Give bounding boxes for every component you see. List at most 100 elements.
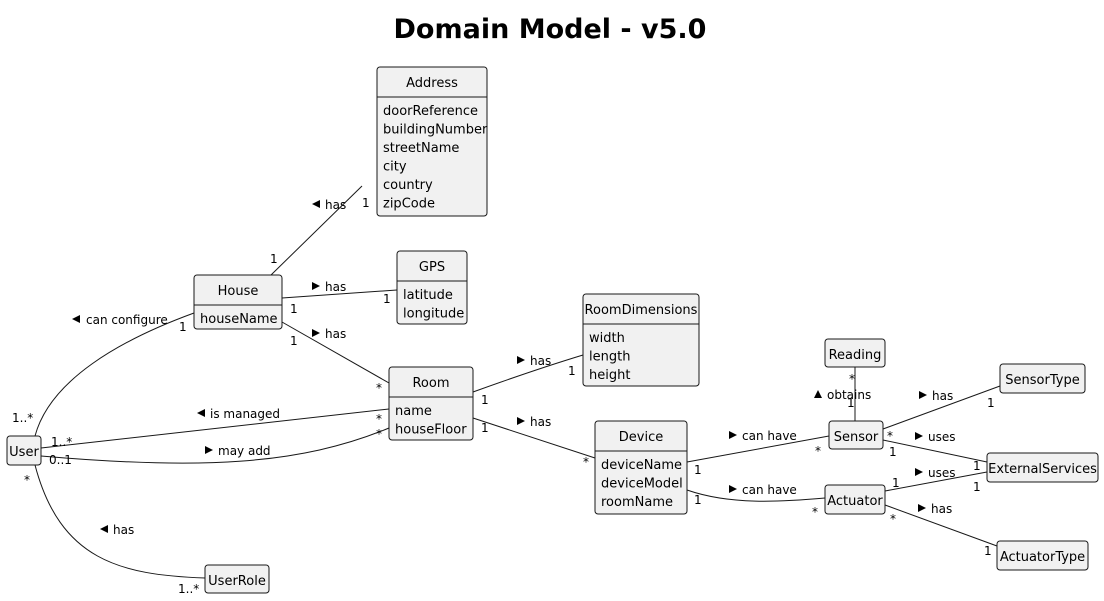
class-attribute: streetName bbox=[383, 141, 459, 156]
relation-user-userrole: has*1..* bbox=[24, 464, 206, 596]
relation-label: obtains bbox=[827, 388, 871, 402]
class-attribute: zipCode bbox=[383, 197, 435, 212]
source-multiplicity: * bbox=[890, 512, 896, 526]
relation-line bbox=[34, 312, 195, 437]
relation-label: uses bbox=[928, 430, 956, 444]
class-attribute: city bbox=[383, 160, 407, 175]
class-box bbox=[828, 420, 884, 450]
class-reading[interactable]: Reading bbox=[824, 338, 886, 368]
direction-arrow-icon bbox=[100, 525, 108, 533]
source-multiplicity: 1 bbox=[694, 493, 702, 507]
target-multiplicity: * bbox=[849, 372, 855, 386]
relation-label: has bbox=[530, 415, 551, 429]
class-user[interactable]: User bbox=[6, 435, 42, 466]
class-name: User bbox=[9, 445, 39, 460]
target-multiplicity: * bbox=[376, 412, 382, 426]
relation-label: has bbox=[932, 389, 953, 403]
source-multiplicity: 1..* bbox=[51, 435, 72, 449]
relation-line bbox=[281, 321, 390, 384]
class-box bbox=[996, 540, 1089, 571]
relation-label: can configure bbox=[86, 313, 168, 327]
class-userrole[interactable]: UserRole bbox=[204, 564, 270, 594]
direction-arrow-icon bbox=[915, 432, 923, 440]
direction-arrow-icon bbox=[312, 282, 320, 290]
class-address[interactable]: AddressdoorReferencebuildingNumberstreet… bbox=[376, 66, 488, 217]
relation-label: may add bbox=[218, 444, 271, 458]
direction-arrow-icon bbox=[919, 391, 927, 399]
relation-line bbox=[884, 471, 988, 492]
relation-label: has bbox=[530, 354, 551, 368]
relation-label: uses bbox=[928, 466, 956, 480]
source-multiplicity: 1 bbox=[889, 445, 897, 459]
direction-arrow-icon bbox=[312, 329, 320, 337]
target-multiplicity: * bbox=[376, 427, 382, 441]
source-multiplicity: * bbox=[24, 473, 30, 487]
relation-line bbox=[686, 489, 826, 502]
class-box bbox=[396, 250, 468, 325]
source-multiplicity: 1 bbox=[694, 463, 702, 477]
relation-line bbox=[40, 408, 390, 449]
class-attribute: country bbox=[383, 178, 433, 193]
class-box bbox=[986, 452, 1099, 483]
target-multiplicity: 1 bbox=[973, 459, 981, 473]
relation-line bbox=[270, 185, 363, 276]
class-box bbox=[999, 363, 1086, 394]
class-attribute: houseName bbox=[200, 312, 278, 327]
source-multiplicity: 1 bbox=[847, 396, 855, 410]
direction-arrow-icon bbox=[205, 446, 213, 454]
relation-label: can have bbox=[742, 483, 797, 497]
class-actuator[interactable]: Actuator bbox=[824, 484, 886, 515]
relation-label: has bbox=[931, 502, 952, 516]
class-name: ExternalServices bbox=[988, 462, 1097, 477]
class-attribute: doorReference bbox=[383, 104, 478, 119]
source-multiplicity: 1 bbox=[481, 421, 489, 435]
class-name: UserRole bbox=[208, 574, 266, 589]
class-name: House bbox=[218, 284, 259, 299]
class-name: Device bbox=[619, 430, 663, 445]
class-name: Sensor bbox=[834, 430, 879, 445]
class-actuatortype[interactable]: ActuatorType bbox=[996, 540, 1089, 571]
relation-line bbox=[882, 439, 988, 463]
class-name: Room bbox=[412, 376, 449, 391]
direction-arrow-icon bbox=[312, 200, 320, 208]
class-name: ActuatorType bbox=[1000, 550, 1085, 565]
direction-arrow-icon bbox=[915, 468, 923, 476]
relation-sensor-externalservices: uses 1 1 bbox=[882, 430, 988, 473]
class-attribute: height bbox=[589, 368, 630, 383]
class-attribute: deviceName bbox=[601, 458, 682, 473]
relation-line bbox=[884, 504, 998, 547]
relation-line bbox=[34, 464, 206, 579]
class-name: Actuator bbox=[827, 494, 883, 509]
target-multiplicity: 1 bbox=[362, 196, 370, 210]
relation-line bbox=[281, 289, 398, 299]
class-attribute: roomName bbox=[601, 495, 673, 510]
direction-arrow-icon bbox=[729, 485, 737, 493]
relation-label: has bbox=[325, 327, 346, 341]
class-sensor[interactable]: Sensor bbox=[828, 420, 884, 450]
relation-line bbox=[472, 417, 596, 459]
diagram-title: Domain Model - v5.0 bbox=[393, 14, 707, 45]
class-externalservices[interactable]: ExternalServices bbox=[986, 452, 1099, 483]
class-sensortype[interactable]: SensorType bbox=[999, 363, 1086, 394]
target-multiplicity: 1 bbox=[984, 544, 992, 558]
direction-arrow-icon bbox=[517, 417, 525, 425]
class-name: SensorType bbox=[1005, 373, 1079, 388]
relation-actuator-actuatortype: has * 1 bbox=[884, 502, 998, 558]
class-attribute: width bbox=[589, 331, 625, 346]
direction-arrow-icon bbox=[729, 431, 737, 439]
class-house[interactable]: House houseName bbox=[193, 274, 283, 330]
target-multiplicity: 1..* bbox=[178, 582, 199, 596]
source-multiplicity: 1 bbox=[270, 252, 278, 266]
